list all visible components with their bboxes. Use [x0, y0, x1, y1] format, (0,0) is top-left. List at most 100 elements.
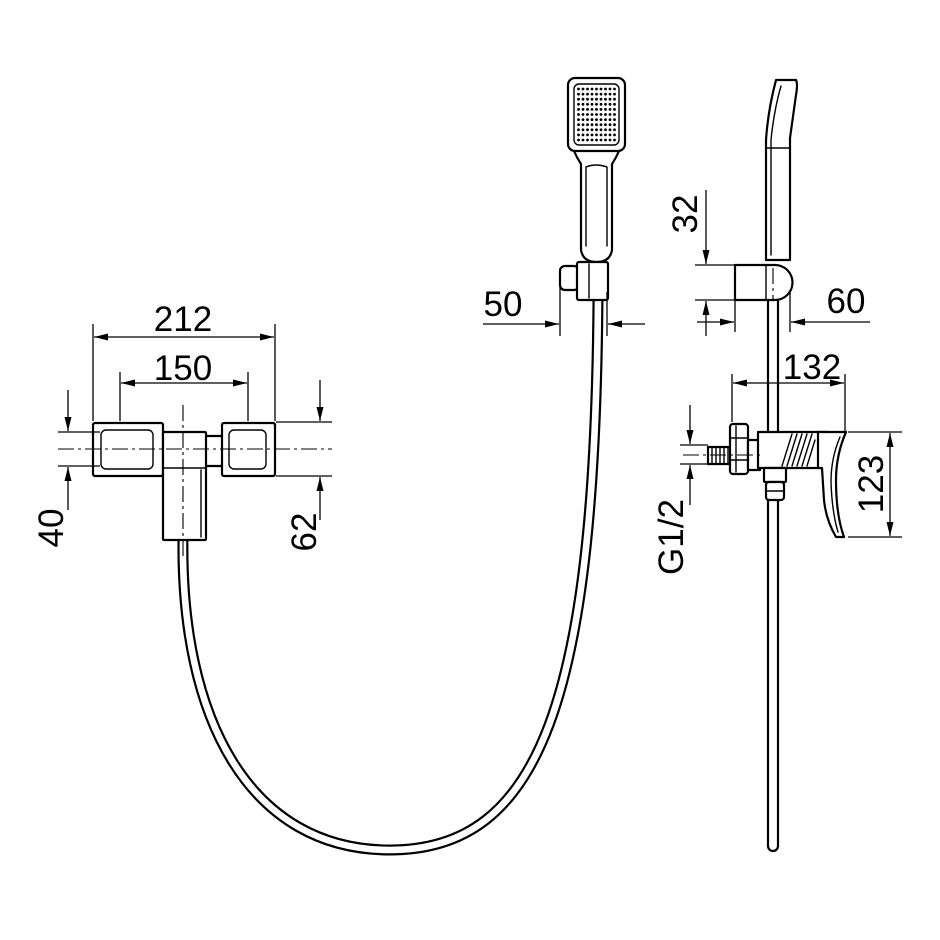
- dim-label-123: 123: [852, 455, 891, 513]
- dimension-body-height: 62: [276, 380, 332, 551]
- hex-nut: [728, 422, 750, 476]
- nozzle-dot: [608, 123, 612, 127]
- nozzle-dot: [577, 97, 580, 101]
- nozzle-dot: [595, 97, 598, 101]
- nozzle-dot: [595, 138, 598, 142]
- nozzle-dot: [608, 87, 612, 91]
- nozzle-dot: [581, 102, 585, 106]
- nozzle-dot: [608, 128, 612, 132]
- dimension-lever-height: 123: [848, 431, 902, 538]
- nozzle-dot: [613, 97, 616, 101]
- nozzle-dot: [586, 118, 589, 121]
- side-body-shading: [781, 433, 816, 467]
- nozzle-dot: [608, 108, 612, 111]
- nozzle-dot: [590, 113, 594, 116]
- nozzle-dot: [613, 133, 616, 137]
- nozzle-dot: [595, 123, 598, 127]
- nozzle-dot: [581, 138, 585, 142]
- nozzle-dot: [581, 128, 585, 132]
- nozzle-dot: [581, 113, 585, 116]
- nozzle-dot: [586, 133, 589, 137]
- nozzle-dot: [595, 113, 598, 116]
- nozzle-dot: [577, 118, 580, 121]
- nozzle-dot: [599, 128, 603, 132]
- nozzle-dot: [604, 118, 607, 121]
- dimension-overall-width: 212: [92, 300, 276, 421]
- nozzle-dot: [604, 128, 607, 132]
- nozzle-dot: [613, 118, 616, 121]
- nozzle-dot: [608, 102, 612, 106]
- holder-body: [575, 260, 610, 302]
- dim-label-132: 132: [783, 348, 841, 387]
- nozzle-dot: [613, 138, 616, 142]
- nozzle-dot: [595, 92, 598, 96]
- nozzle-dot: [608, 97, 612, 101]
- nozzle-grid: [577, 87, 616, 142]
- dim-label-40: 40: [32, 509, 71, 548]
- hose-core: [179, 297, 602, 854]
- dimension-holder-height: 32: [666, 190, 735, 336]
- nozzle-dot: [586, 123, 589, 127]
- dimension-projection: 132: [731, 348, 846, 431]
- nozzle-dot: [581, 133, 585, 137]
- nozzle-dot: [586, 128, 589, 132]
- nozzle-dot: [581, 123, 585, 127]
- handle-right-edge: [610, 149, 621, 252]
- bottom-nut: [762, 466, 788, 484]
- dimension-inlet-centers: 150: [119, 349, 249, 421]
- nozzle-dot: [586, 138, 589, 142]
- dimension-holder-depth: 60: [697, 282, 870, 332]
- handle-inner: [585, 164, 608, 247]
- nozzle-dot: [604, 102, 607, 106]
- nozzle-dot: [604, 87, 607, 91]
- nozzle-dot: [581, 87, 585, 91]
- nozzle-dot: [599, 138, 603, 142]
- nozzle-dot: [590, 128, 594, 132]
- nozzle-dot: [586, 113, 589, 116]
- nozzle-dot: [599, 133, 603, 137]
- nozzle-dot: [599, 118, 603, 121]
- dim-label-62: 62: [285, 513, 324, 552]
- dimension-holder-width: 50: [483, 268, 645, 336]
- nozzle-dot: [608, 118, 612, 121]
- nozzle-dot: [590, 87, 594, 91]
- hex-nut-facets: [729, 425, 749, 473]
- dim-label-thread: G1/2: [652, 499, 691, 575]
- holder-side: [733, 263, 794, 302]
- lever-body: [161, 430, 208, 542]
- dim-label-32: 32: [666, 195, 705, 234]
- wall-holder-front: [558, 260, 610, 302]
- nozzle-dot: [604, 108, 607, 111]
- nozzle-dot: [604, 92, 607, 96]
- nozzle-dot: [595, 133, 598, 137]
- nozzle-dot: [577, 123, 580, 127]
- nozzle-dot: [599, 108, 603, 111]
- nozzle-dot: [586, 108, 589, 111]
- nozzle-dot: [599, 102, 603, 106]
- nozzle-dot: [577, 133, 580, 137]
- side-view: [683, 78, 848, 853]
- dim-label-50: 50: [484, 285, 523, 324]
- nozzle-dot: [581, 118, 585, 121]
- nozzle-dot: [586, 92, 589, 96]
- handle-cradle: [579, 248, 614, 264]
- nozzle-dot: [604, 138, 607, 142]
- nozzle-dot: [613, 92, 616, 96]
- nozzle-dot: [586, 102, 589, 106]
- shower-hose: [177, 297, 604, 856]
- nozzle-dot: [595, 118, 598, 121]
- shower-head-inner: [573, 83, 620, 146]
- nozzle-dot: [577, 128, 580, 132]
- nozzle-dot: [595, 108, 598, 111]
- nozzle-dot: [586, 87, 589, 91]
- nozzle-dot: [599, 113, 603, 116]
- nozzle-dot: [613, 113, 616, 116]
- dim-label-150: 150: [154, 349, 212, 388]
- nozzle-dot: [590, 138, 594, 142]
- nozzle-dot: [599, 97, 603, 101]
- nozzle-dot: [590, 92, 594, 96]
- side-lever-edge: [830, 436, 841, 533]
- nozzle-dot: [608, 138, 612, 142]
- nozzle-dot: [590, 133, 594, 137]
- nozzle-dot: [599, 123, 603, 127]
